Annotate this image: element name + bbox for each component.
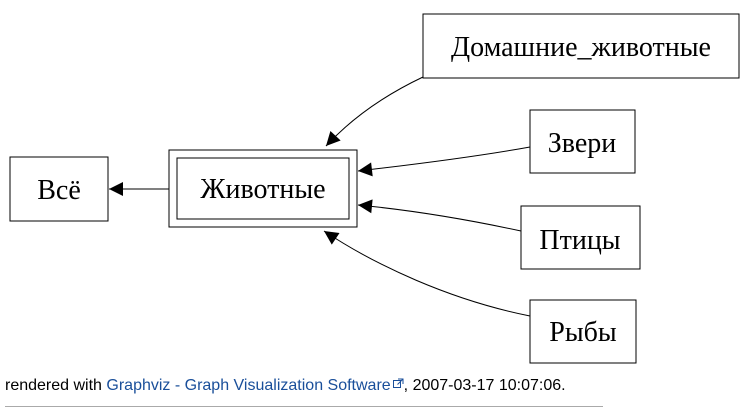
divider [5, 406, 603, 407]
edge-ptitsy-to-zhivotnye [357, 199, 522, 232]
node-ptitsy-label: Птицы [539, 225, 620, 256]
edge-domashnie-to-zhivotnye [325, 76, 424, 147]
node-vse-label: Всё [37, 175, 81, 206]
node-domashnie-zhivotnye-label: Домашние_животные [451, 32, 711, 63]
edge-ryby-to-zhivotnye [323, 230, 531, 317]
node-ryby-label: Рыбы [549, 317, 617, 348]
graphviz-link[interactable]: Graphviz - Graph Visualization Software [106, 376, 404, 394]
node-ptitsy: Птицы [520, 205, 641, 270]
node-zhivotnye: Животные [168, 149, 358, 228]
node-zveri-label: Звери [548, 128, 617, 159]
caption-suffix: , 2007-03-17 10:07:06. [403, 377, 566, 394]
node-vse: Всё [9, 156, 109, 222]
node-ryby: Рыбы [529, 299, 637, 364]
node-zhivotnye-label: Животные [200, 174, 325, 205]
caption-prefix: rendered with [5, 377, 107, 394]
render-caption: rendered with Graphviz - Graph Visualiza… [5, 376, 566, 395]
external-link-icon [392, 376, 404, 388]
edge-zveri-to-zhivotnye [357, 146, 531, 177]
graphviz-link-text: Graphviz - Graph Visualization Software [106, 377, 391, 394]
node-zveri: Звери [529, 109, 636, 174]
graph-diagram: Всё Животные Домашние_животные Звери Пти… [9, 13, 740, 364]
node-domashnie-zhivotnye: Домашние_животные [422, 13, 740, 79]
